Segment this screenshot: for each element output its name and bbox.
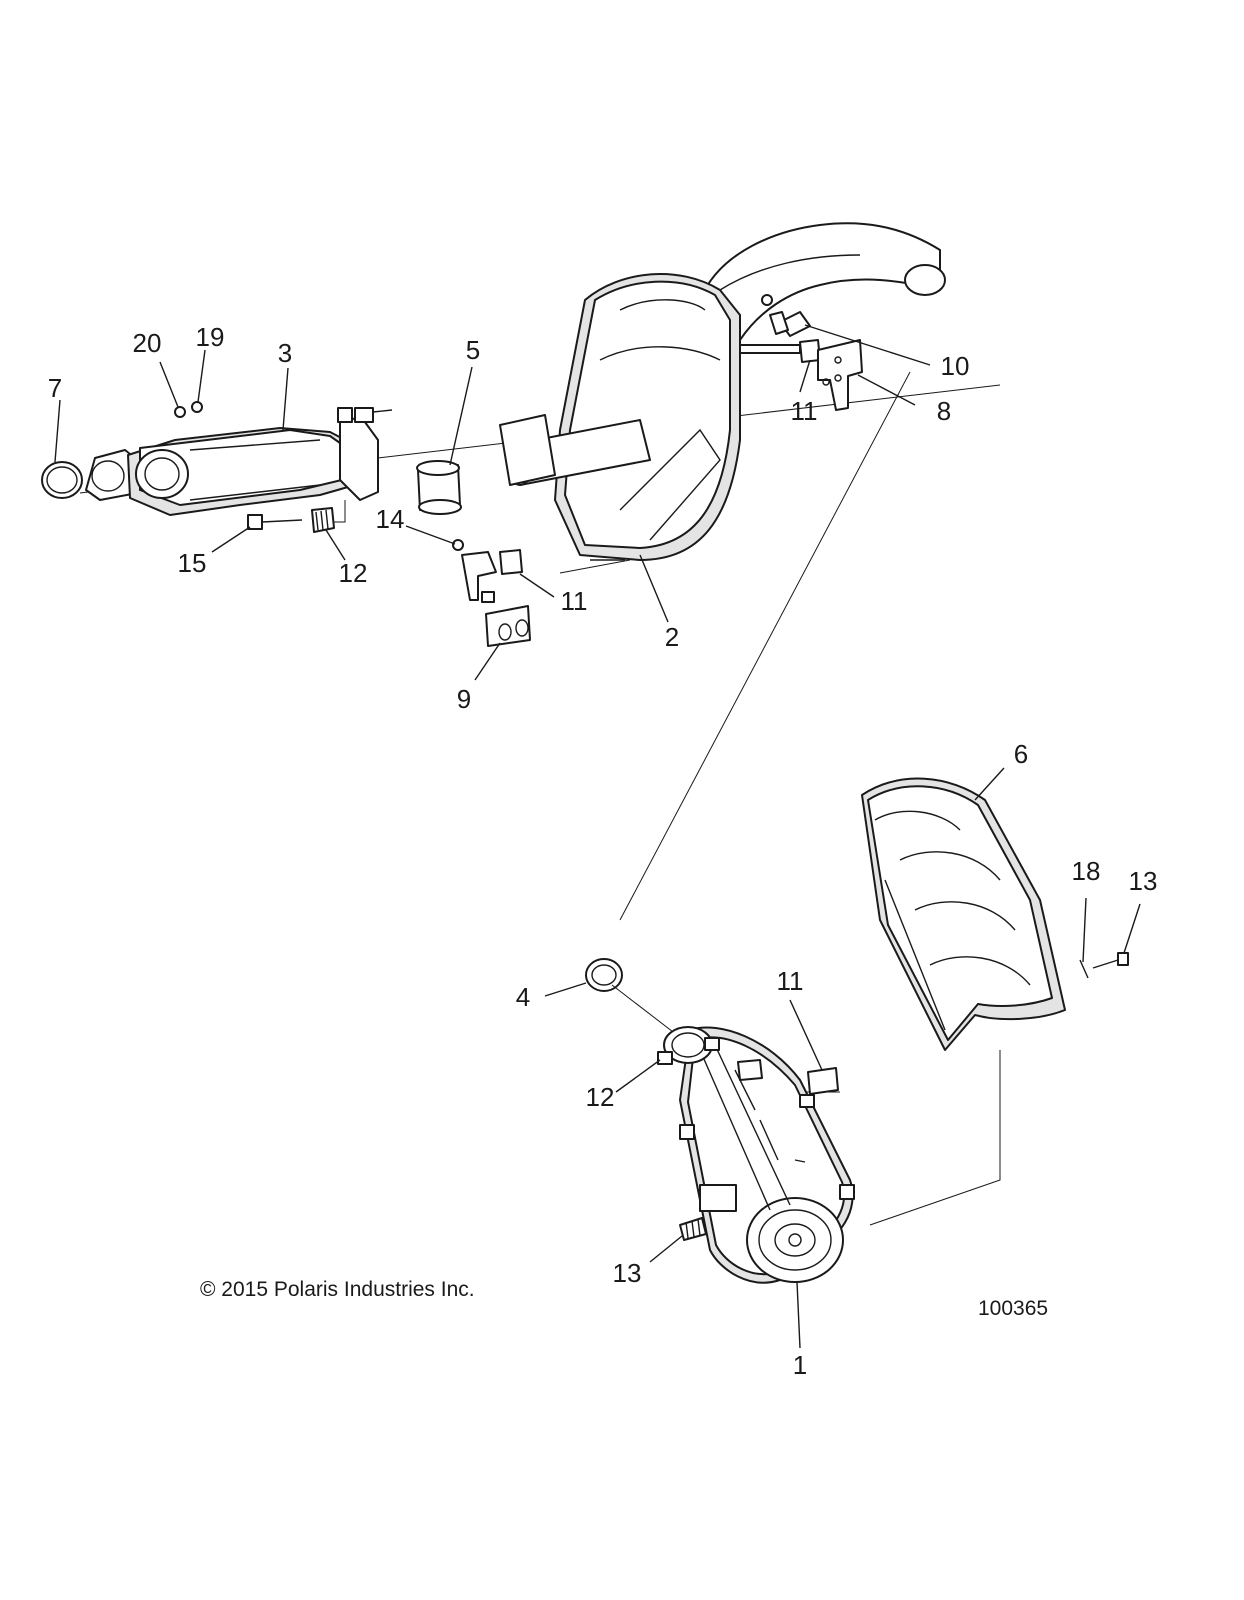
callout-10: 10 xyxy=(941,351,970,381)
callout-15: 13 xyxy=(1129,866,1158,896)
callout-5: 5 xyxy=(466,335,480,365)
callout-18: 19 xyxy=(196,322,225,352)
part-11-insulator-lower xyxy=(737,1059,839,1095)
callout-19: 18 xyxy=(1072,856,1101,886)
figure-number: 100365 xyxy=(978,1297,1048,1320)
callout-20: 20 xyxy=(133,328,162,358)
callout-3: 3 xyxy=(278,338,292,368)
callout-8: 8 xyxy=(937,396,951,426)
callout-11-mid: 11 xyxy=(561,586,588,616)
callout-6: 6 xyxy=(1014,739,1028,769)
callout-17: 15 xyxy=(178,548,207,578)
callout-9: 9 xyxy=(457,684,471,714)
part-7-gasket xyxy=(41,461,83,499)
part-6-heat-shield xyxy=(861,777,1066,1051)
callout-4: 4 xyxy=(516,982,530,1012)
part-15-screw xyxy=(1092,952,1129,969)
part-11-insulator-mid xyxy=(499,549,523,575)
callout-7: 7 xyxy=(48,373,62,403)
part-4-gasket xyxy=(585,958,623,992)
part-16-washer xyxy=(452,539,464,551)
callout-16: 14 xyxy=(376,504,405,534)
part-1-silencer xyxy=(679,1026,855,1284)
callout-2: 2 xyxy=(665,622,679,652)
part-2-muffler xyxy=(499,222,946,561)
callout-11-lower: 11 xyxy=(777,966,804,996)
part-3-head-pipe xyxy=(85,407,393,516)
callout-14: 12 xyxy=(339,558,368,588)
part-12-clamp xyxy=(657,1026,720,1065)
part-8-bracket xyxy=(817,339,863,411)
callout-13: 13 xyxy=(613,1258,642,1288)
part-9-bracket xyxy=(461,551,531,647)
callout-labels: 7 20 19 3 5 10 11 8 14 11 15 12 9 2 6 18… xyxy=(48,322,1158,1380)
part-18-20-nuts xyxy=(174,401,203,418)
callout-1: 1 xyxy=(793,1350,807,1380)
part-13-spring xyxy=(679,1217,707,1241)
callout-12: 12 xyxy=(586,1082,615,1112)
callout-11-upper: 11 xyxy=(791,396,818,426)
part-10-bracket xyxy=(761,294,811,337)
part-5-grommet xyxy=(416,460,462,515)
part-19-washer xyxy=(1079,959,1089,979)
part-17-bolt xyxy=(247,514,303,530)
part-14-spring xyxy=(311,507,335,533)
copyright-notice: © 2015 Polaris Industries Inc. xyxy=(200,1278,475,1301)
callout-leaders xyxy=(54,324,1141,1349)
